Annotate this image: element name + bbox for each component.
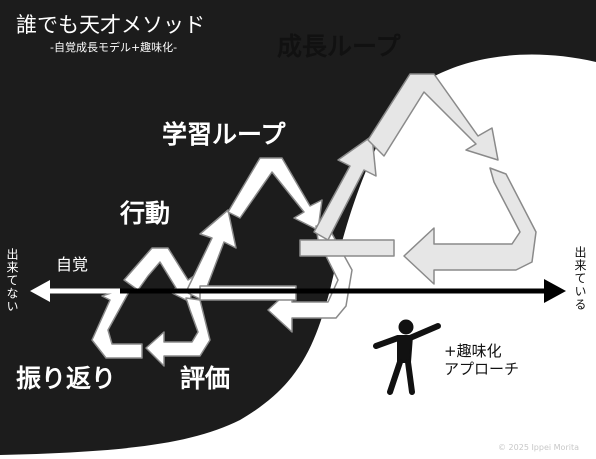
growth-loop-arrow-up (313, 135, 377, 241)
growth-loop-arrow-right (403, 167, 537, 285)
action-label: 行動 (120, 199, 171, 228)
axis-left-arrowhead (30, 280, 50, 302)
awareness-label: 自覚 (56, 255, 89, 274)
learning-loop-label: 学習ループ (162, 120, 286, 149)
page-title: 誰でも天才メソッド (16, 13, 205, 37)
small-loop-arrow-left (91, 289, 143, 359)
cheering-person-icon (373, 319, 441, 395)
can-do-label: 出来ている (573, 246, 587, 311)
growth-loop-return (299, 239, 395, 257)
axis-right-arrowhead (544, 279, 566, 303)
hobby-label-line2: アプローチ (444, 360, 520, 378)
axis (30, 279, 566, 303)
cannot-do-label: 出来てない (5, 248, 19, 313)
hobby-label-line1: +趣味化 (444, 342, 502, 360)
growth-loop-arrow-peak (367, 73, 499, 161)
growth-loop-label: 成長ループ (277, 32, 401, 61)
copyright: © 2025 Ippei Morita (498, 443, 579, 452)
small-loop-arrow-right (145, 297, 211, 367)
page-subtitle: -自覚成長モデル+趣味化- (50, 41, 178, 54)
reflection-label: 振り返り (16, 364, 117, 393)
evaluation-label: 評価 (180, 364, 231, 393)
growth-loop (299, 73, 537, 285)
